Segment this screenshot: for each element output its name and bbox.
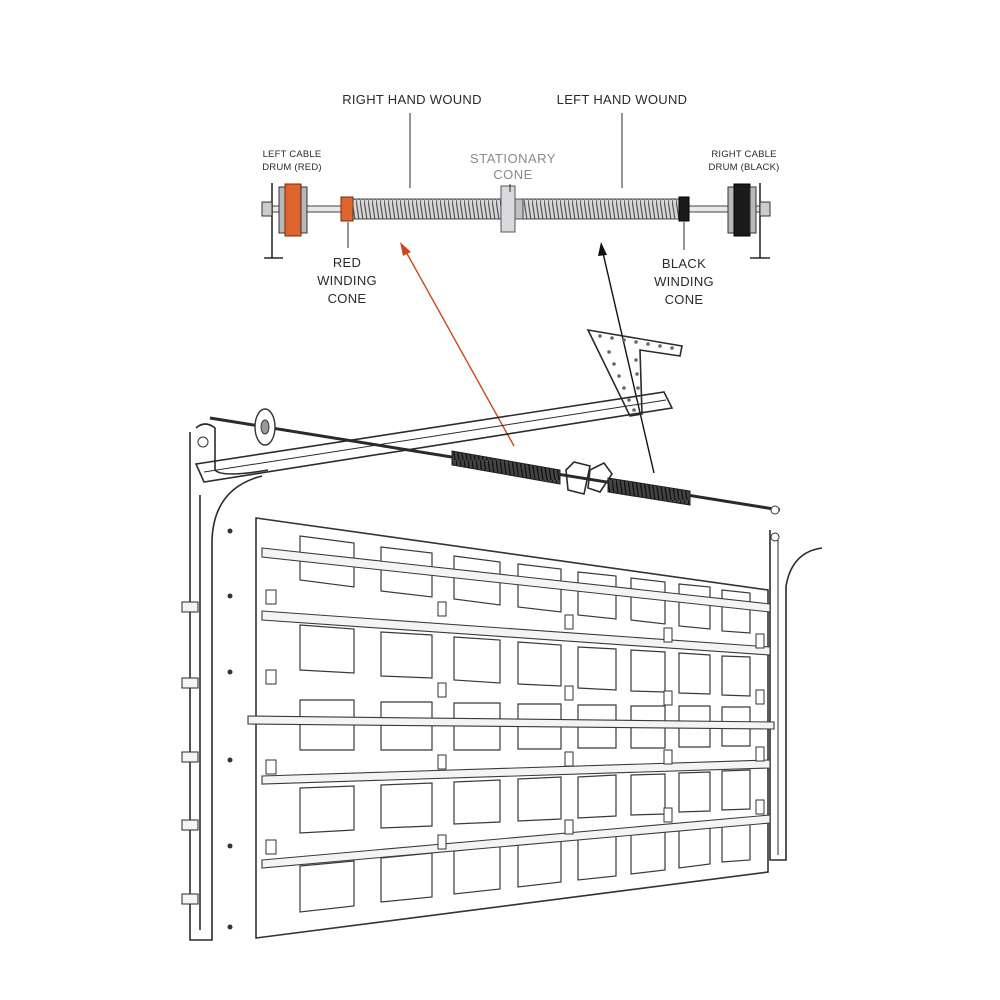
panel-row-5 [299,820,751,913]
stationary-cone-label-2: CONE [493,167,533,182]
black-winding-cone [678,196,690,222]
pointer-arrows [400,242,655,474]
right-bearing-plate [750,183,771,259]
left-track [181,423,269,941]
stationary-cone-label-1: STATIONARY [470,151,556,166]
right-hand-wound-label: RIGHT HAND WOUND [342,92,482,107]
red-winding-cone-label-2: WINDING [317,273,377,288]
left-track-brackets [181,528,233,930]
garage-door-assembly [181,328,823,941]
installed-right-drum [770,505,780,515]
right-cable-drum [727,183,757,237]
reinforcement-struts [247,547,775,869]
black-winding-cone-label-1: BLACK [662,256,706,271]
red-winding-cone-label-1: RED [333,255,361,270]
black-pointer-line [602,252,655,474]
black-winding-cone-label-3: CONE [665,292,704,307]
left-cable-drum [278,183,308,237]
black-winding-cone-label-2: WINDING [654,274,714,289]
panel-row-4 [299,769,751,834]
shaft-detail [261,183,771,259]
right-track [769,530,823,861]
red-pointer-arrowhead [400,242,411,256]
red-winding-cone [340,196,354,222]
header-beam [194,391,674,483]
leader-lines [347,113,685,250]
red-pointer-line [404,249,515,447]
garage-door [247,517,775,939]
red-winding-cone-label-3: CONE [328,291,367,306]
left-hand-wound-spring [522,198,680,220]
installed-center-bracket [565,461,613,495]
left-cable-drum-label-1: LEFT CABLE [263,149,322,160]
right-cable-drum-label-1: RIGHT CABLE [711,149,776,160]
left-cable-drum-label-2: DRUM (RED) [262,162,322,173]
perforated-angle-bracket [586,328,683,417]
top-labels: RIGHT HAND WOUND LEFT HAND WOUND STATION… [262,92,779,307]
installed-left-hand-spring [607,477,691,506]
left-bearing-plate [261,183,283,259]
right-cable-drum-label-2: DRUM (BLACK) [708,162,779,173]
installed-torsion-assembly [209,408,781,515]
right-hand-wound-spring [352,198,502,220]
hinges [265,589,765,855]
installed-right-hand-spring [451,450,561,485]
left-hand-wound-label: LEFT HAND WOUND [557,92,688,107]
stationary-cone [500,185,524,233]
panel-row-2 [299,624,751,697]
black-pointer-arrowhead [598,242,607,256]
